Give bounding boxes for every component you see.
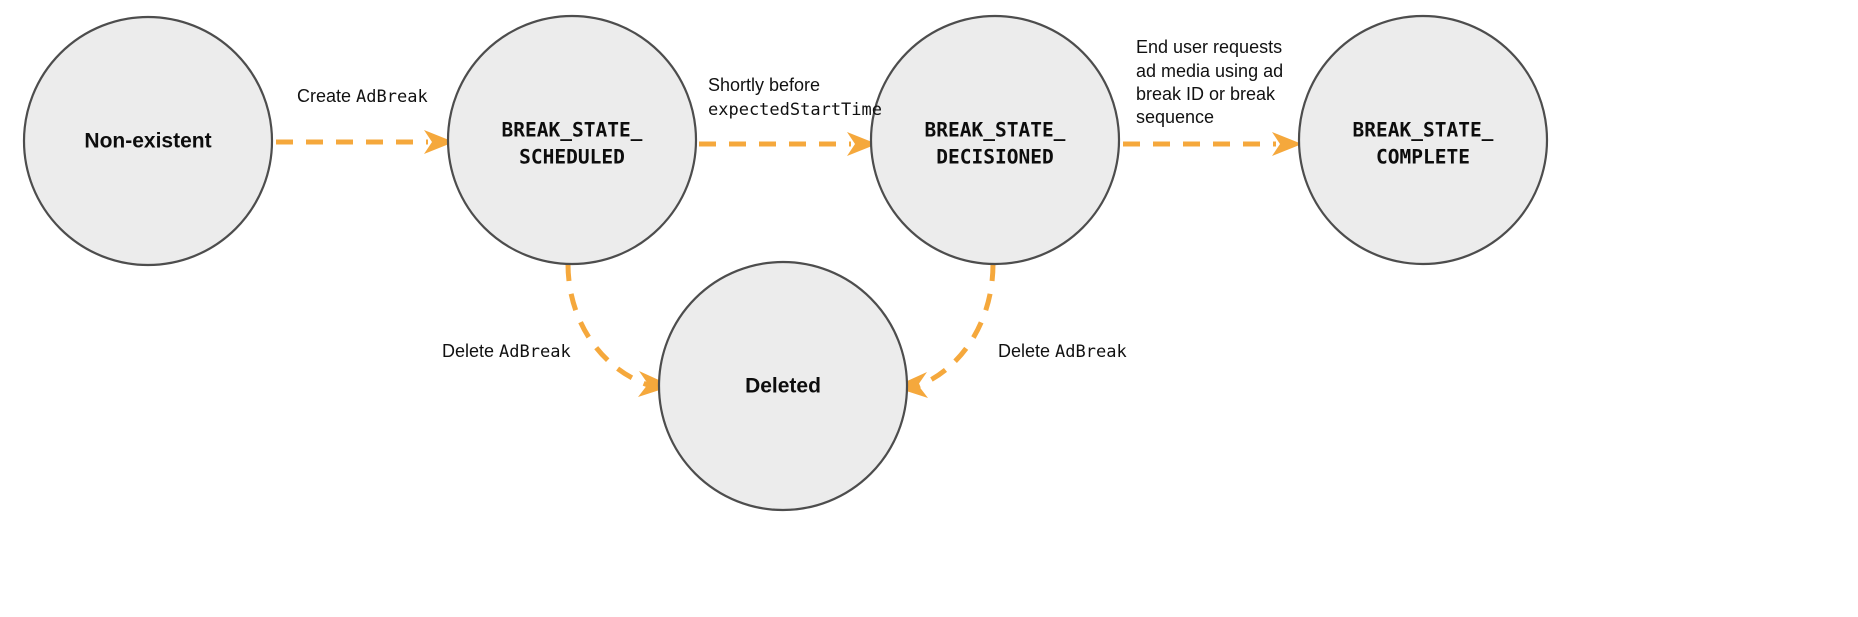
edge-label-create-adbreak-code: AdBreak — [356, 87, 428, 107]
edge-delete-from-scheduled-arrowhead — [638, 371, 672, 397]
edge-label-end-user-requests-line4: sequence — [1136, 107, 1214, 127]
node-break-state-decisioned-label-line1: BREAK_STATE_ — [925, 119, 1066, 142]
edge-delete-from-decisioned — [894, 263, 996, 398]
svg-text:Delete AdBreak: Delete AdBreak — [998, 341, 1127, 362]
edge-label-end-user-requests-line1: End user requests — [1136, 37, 1282, 57]
edge-shortly-before-arrowhead — [847, 132, 877, 156]
node-deleted[interactable]: Deleted — [657, 260, 909, 512]
node-break-state-scheduled-label-line2: SCHEDULED — [519, 146, 625, 169]
node-break-state-decisioned[interactable]: BREAK_STATE_ DECISIONED — [869, 14, 1121, 266]
edge-create-adbreak-arrowhead — [424, 130, 454, 154]
edge-label-shortly-before: Shortly before expectedStartTime — [708, 75, 882, 120]
edge-label-delete-from-decisioned: Delete AdBreak — [998, 341, 1127, 362]
node-break-state-scheduled-shape[interactable] — [446, 14, 698, 266]
node-non-existent-shape[interactable] — [22, 15, 274, 267]
svg-text:Delete AdBreak: Delete AdBreak — [442, 341, 571, 362]
edge-label-end-user-requests-line2: ad media using ad — [1136, 61, 1283, 81]
edge-label-delete-from-scheduled-code: AdBreak — [499, 342, 571, 362]
edge-delete-from-decisioned-arrowhead — [894, 372, 928, 398]
edge-label-delete-from-decisioned-code: AdBreak — [1055, 342, 1127, 362]
edge-shortly-before-line — [699, 132, 877, 156]
svg-text:Create AdBreak: Create AdBreak — [297, 86, 428, 107]
edge-create-adbreak — [276, 130, 454, 154]
node-break-state-complete-label-line1: BREAK_STATE_ — [1353, 119, 1494, 142]
node-break-state-complete[interactable]: BREAK_STATE_ COMPLETE — [1297, 14, 1549, 266]
node-deleted-label: Deleted — [745, 375, 821, 398]
edge-label-delete-from-decisioned-plain: Delete — [998, 341, 1055, 361]
edge-end-user-requests-arrowhead — [1272, 132, 1302, 156]
node-break-state-complete-label-line2: COMPLETE — [1376, 146, 1470, 169]
edge-delete-from-decisioned-linepath — [917, 263, 996, 389]
node-non-existent-label: Non-existent — [84, 130, 211, 153]
edge-label-shortly-before-line2: expectedStartTime — [708, 100, 882, 120]
node-break-state-complete-shape[interactable] — [1297, 14, 1549, 266]
edge-label-shortly-before-line1: Shortly before — [708, 75, 820, 95]
edge-label-end-user-requests-line3: break ID or break — [1136, 84, 1276, 104]
edge-label-delete-from-scheduled: Delete AdBreak — [442, 341, 571, 362]
node-non-existent[interactable]: Non-existent — [22, 15, 274, 267]
edge-label-create-adbreak: Create AdBreak — [297, 86, 428, 107]
edge-label-delete-from-scheduled-plain: Delete — [442, 341, 499, 361]
edge-delete-from-scheduled — [565, 263, 672, 397]
node-break-state-decisioned-shape[interactable] — [869, 14, 1121, 266]
node-deleted-shape[interactable] — [657, 260, 909, 512]
edge-label-create-adbreak-plain: Create — [297, 86, 356, 106]
edge-label-end-user-requests: End user requests ad media using ad brea… — [1136, 37, 1283, 127]
node-break-state-scheduled[interactable]: BREAK_STATE_ SCHEDULED — [446, 14, 698, 266]
node-break-state-scheduled-label-line1: BREAK_STATE_ — [502, 119, 643, 142]
edge-end-user-requests-line — [1123, 132, 1302, 156]
node-break-state-decisioned-label-line2: DECISIONED — [936, 146, 1053, 169]
edge-delete-from-scheduled-linepath — [565, 263, 649, 388]
